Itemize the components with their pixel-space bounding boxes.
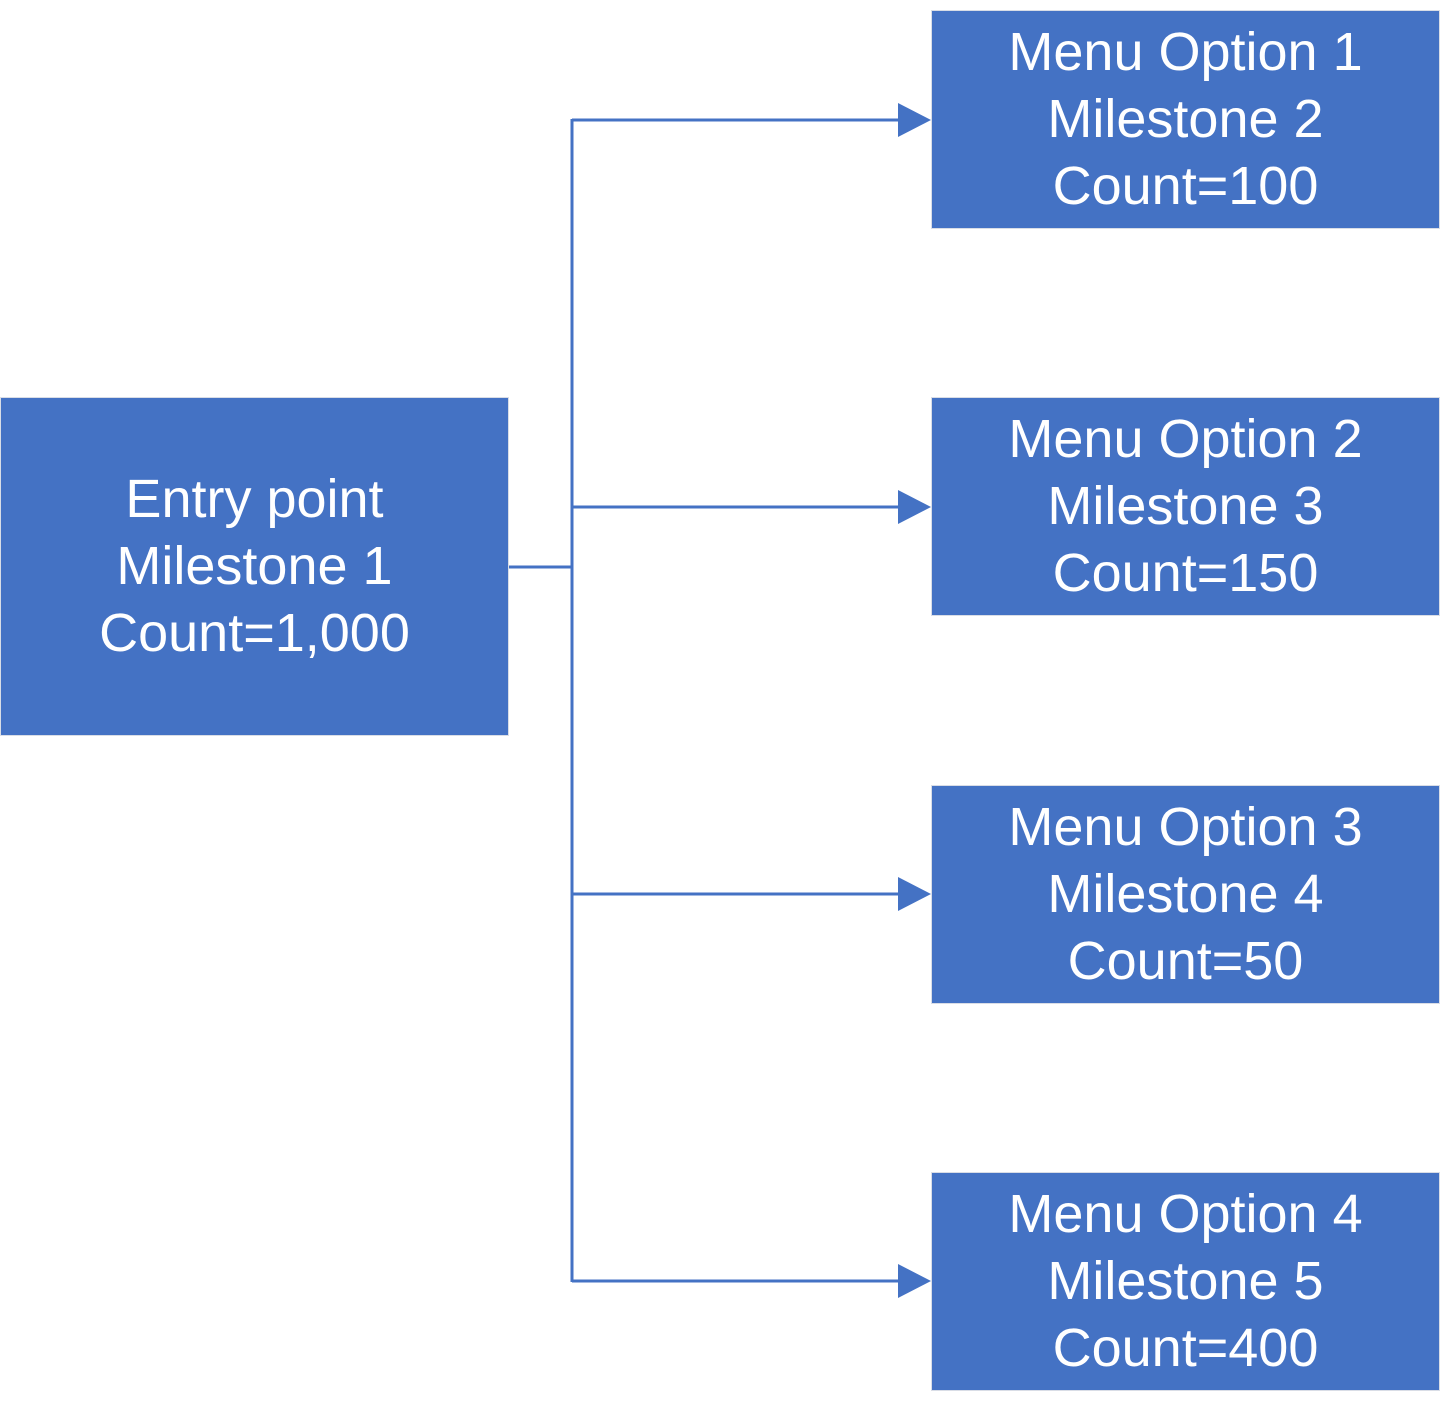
node-title: Entry point bbox=[125, 469, 384, 529]
entry-point-node: Entry point Milestone 1 Count=1,000 bbox=[0, 397, 509, 736]
node-milestone: Milestone 2 bbox=[1047, 89, 1324, 149]
node-milestone: Milestone 4 bbox=[1047, 864, 1324, 924]
node-title: Menu Option 4 bbox=[1008, 1184, 1363, 1244]
arrowhead-2 bbox=[898, 490, 931, 524]
menu-option-node-4: Menu Option 4 Milestone 5 Count=400 bbox=[931, 1172, 1440, 1391]
node-count: Count=400 bbox=[1052, 1318, 1319, 1378]
node-milestone: Milestone 1 bbox=[116, 536, 393, 596]
menu-option-node-1: Menu Option 1 Milestone 2 Count=100 bbox=[931, 10, 1440, 229]
arrowhead-3 bbox=[898, 877, 931, 911]
node-title: Menu Option 3 bbox=[1008, 797, 1363, 857]
node-milestone: Milestone 3 bbox=[1047, 476, 1324, 536]
node-count: Count=1,000 bbox=[99, 603, 410, 663]
node-count: Count=100 bbox=[1052, 156, 1319, 216]
arrowhead-1 bbox=[898, 103, 931, 137]
node-count: Count=50 bbox=[1067, 931, 1304, 991]
node-title: Menu Option 2 bbox=[1008, 409, 1363, 469]
node-count: Count=150 bbox=[1052, 543, 1319, 603]
arrowhead-4 bbox=[898, 1264, 931, 1298]
node-title: Menu Option 1 bbox=[1008, 22, 1363, 82]
menu-option-node-3: Menu Option 3 Milestone 4 Count=50 bbox=[931, 785, 1440, 1004]
menu-option-node-2: Menu Option 2 Milestone 3 Count=150 bbox=[931, 397, 1440, 616]
node-milestone: Milestone 5 bbox=[1047, 1251, 1324, 1311]
